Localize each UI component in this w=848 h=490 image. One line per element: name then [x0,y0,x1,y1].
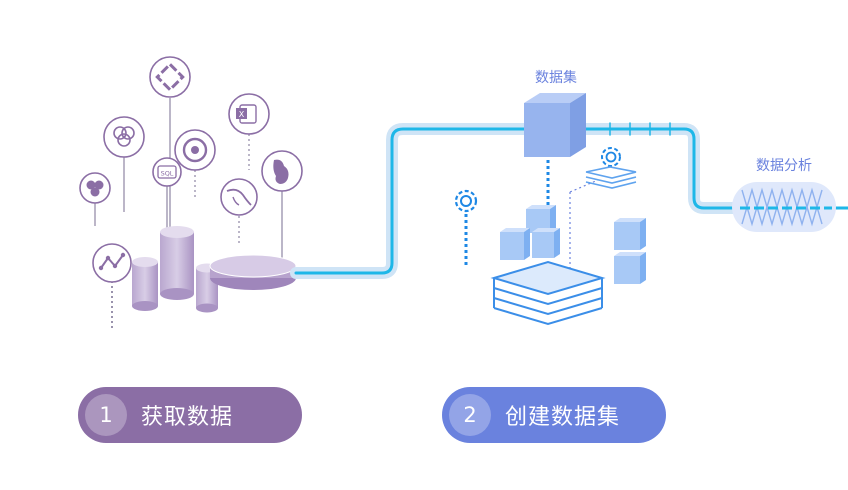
cube-block [614,252,646,284]
mini-layer-stack [585,166,637,189]
step-create-dataset: 2 创建数据集 [442,387,666,443]
analysis-node [732,182,836,232]
layer-stack [490,260,606,326]
step-label: 创建数据集 [505,405,621,430]
platform-disc [209,254,297,290]
cube-block [614,218,646,250]
dataset-cube [524,93,586,157]
hexagon-icon [79,172,111,204]
cylinder [132,257,158,311]
svg-text:SQL: SQL [161,170,174,178]
cube-block [532,228,560,258]
step-number: 2 [449,394,491,436]
mysql-icon [220,178,258,216]
cylinder [160,226,194,300]
step-number: 1 [85,394,127,436]
hadoop-icon [261,150,303,192]
ring-icon [103,116,145,158]
connectors [464,160,599,270]
block-cluster [500,205,646,284]
step-get-data: 1 获取数据 [78,387,302,443]
dashboard-icon [174,129,216,171]
svg-text:X: X [239,110,245,119]
cube-block [500,228,530,260]
excel-icon: X [228,93,270,135]
dataset-label: 数据集 [535,69,577,86]
gear-icon [454,189,478,213]
diamond-icon [149,56,191,98]
analysis-label: 数据分析 [756,158,812,174]
gear-icon [601,147,621,167]
database-cylinders [132,226,297,313]
network-icon [92,243,132,283]
data-sources: X SQL [79,56,303,328]
step-label: 获取数据 [141,405,234,430]
sql-icon: SQL [152,157,182,187]
